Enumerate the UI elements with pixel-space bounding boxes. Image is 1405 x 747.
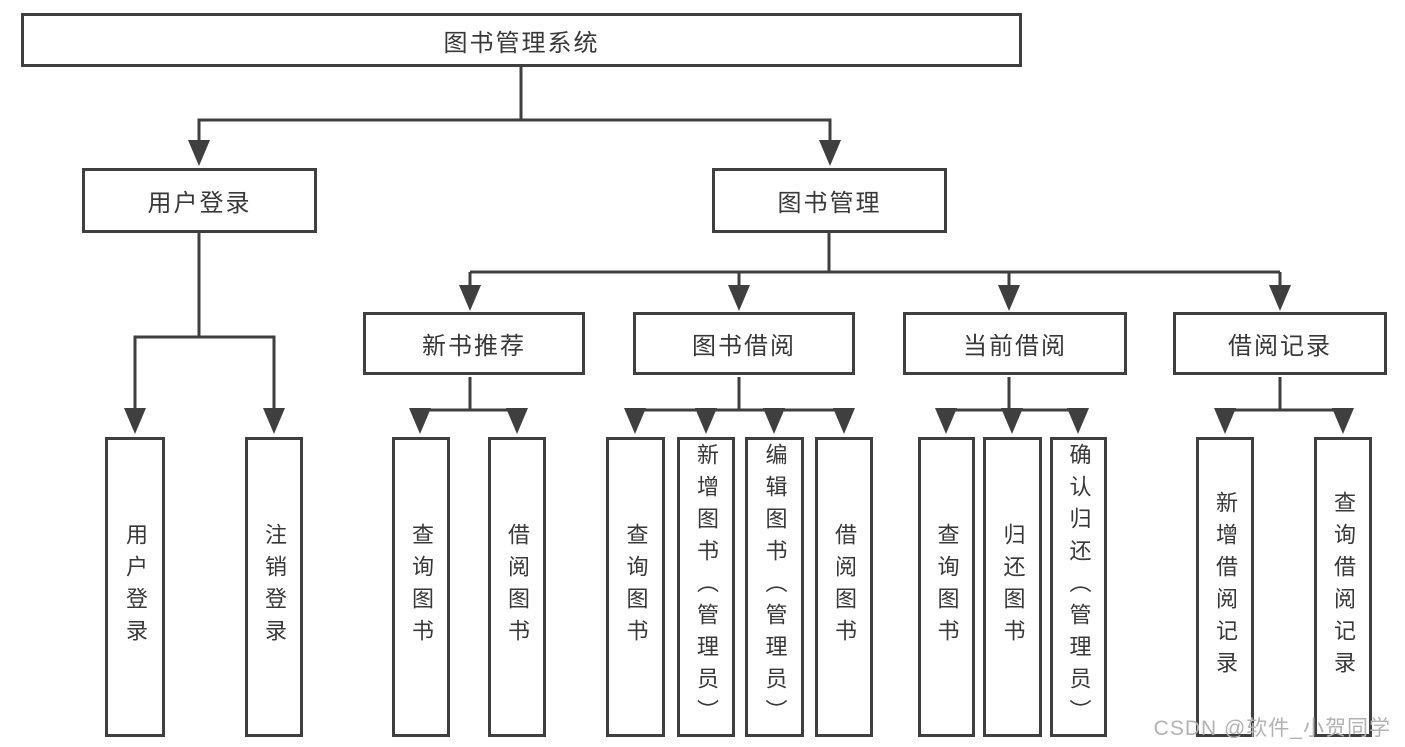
node-current-borrow: 当前借阅 — [903, 312, 1127, 375]
csdn-watermark: CSDN @软件_小贺同学 — [1153, 717, 1391, 740]
leaf-user-login: 用户登录 — [105, 437, 165, 737]
node-borrow-records: 借阅记录 — [1173, 312, 1387, 375]
leaf-borrow-books: 借阅图书 — [815, 437, 873, 737]
leaf-borrow-books-recommend: 借阅图书 — [488, 437, 546, 737]
leaf-query-borrow-record: 查询借阅记录 — [1314, 437, 1372, 737]
leaf-add-book-admin: 新增图书（管理员） — [677, 437, 735, 737]
leaf-edit-book-admin: 编辑图书（管理员） — [745, 437, 804, 737]
leaf-add-borrow-record: 新增借阅记录 — [1196, 437, 1254, 737]
node-new-book-recommend: 新书推荐 — [363, 312, 585, 375]
node-user-login: 用户登录 — [82, 168, 317, 233]
node-book-borrow: 图书借阅 — [633, 312, 855, 375]
node-book-management: 图书管理 — [712, 168, 947, 233]
node-library-system: 图书管理系统 — [21, 13, 1022, 67]
leaf-query-books-current: 查询图书 — [918, 437, 975, 737]
leaf-query-books-borrow: 查询图书 — [606, 437, 665, 737]
leaf-confirm-return-admin: 确认归还（管理员） — [1050, 437, 1107, 737]
leaf-return-book: 归还图书 — [983, 437, 1042, 737]
leaf-query-books-recommend: 查询图书 — [392, 437, 450, 737]
leaf-logout: 注销登录 — [245, 437, 303, 737]
